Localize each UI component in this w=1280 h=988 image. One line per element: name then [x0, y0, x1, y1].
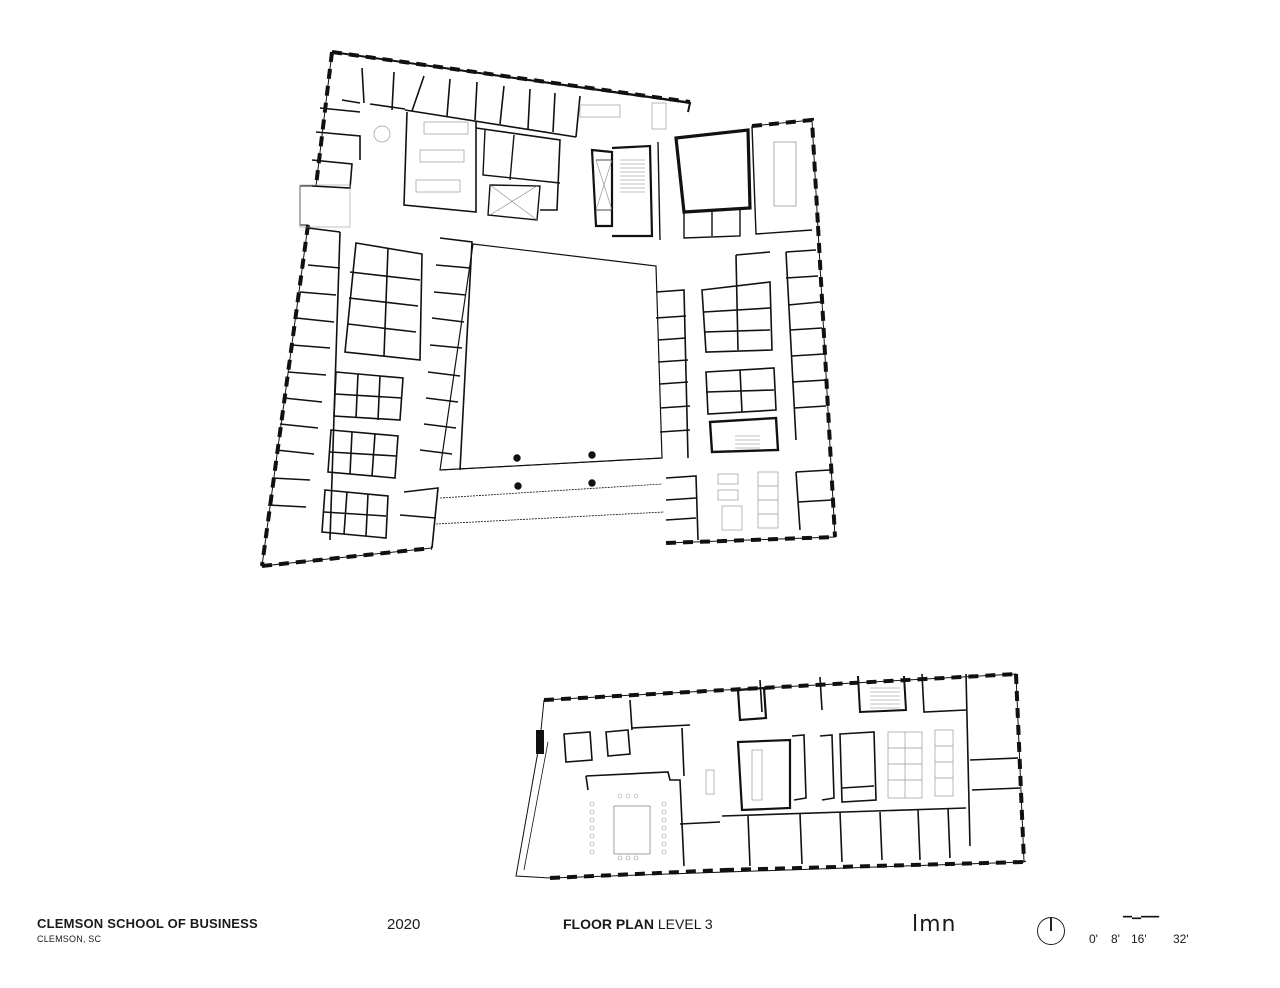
- scale-bar-icon: [1122, 915, 1160, 920]
- plan-title-level: LEVEL 3: [657, 916, 713, 932]
- project-location: CLEMSON, SC: [37, 934, 102, 944]
- scale-label-16: 16': [1131, 932, 1147, 946]
- project-year: 2020: [387, 916, 421, 933]
- scale-label-0: 0': [1089, 932, 1098, 946]
- floor-plan-drawing: [260, 50, 1026, 880]
- project-name: CLEMSON SCHOOL OF BUSINESS: [37, 916, 258, 931]
- firm-logo: lmn: [912, 912, 957, 937]
- plan-title: FLOOR PLAN LEVEL 3: [563, 916, 713, 932]
- scale-label-32: 32': [1173, 932, 1189, 946]
- lower-building: [515, 672, 1026, 880]
- title-block: [0, 900, 1280, 988]
- upper-building: [260, 50, 837, 568]
- scale-label-8: 8': [1111, 932, 1120, 946]
- plan-title-bold: FLOOR PLAN: [563, 916, 654, 932]
- north-arrow-icon: [1037, 917, 1065, 945]
